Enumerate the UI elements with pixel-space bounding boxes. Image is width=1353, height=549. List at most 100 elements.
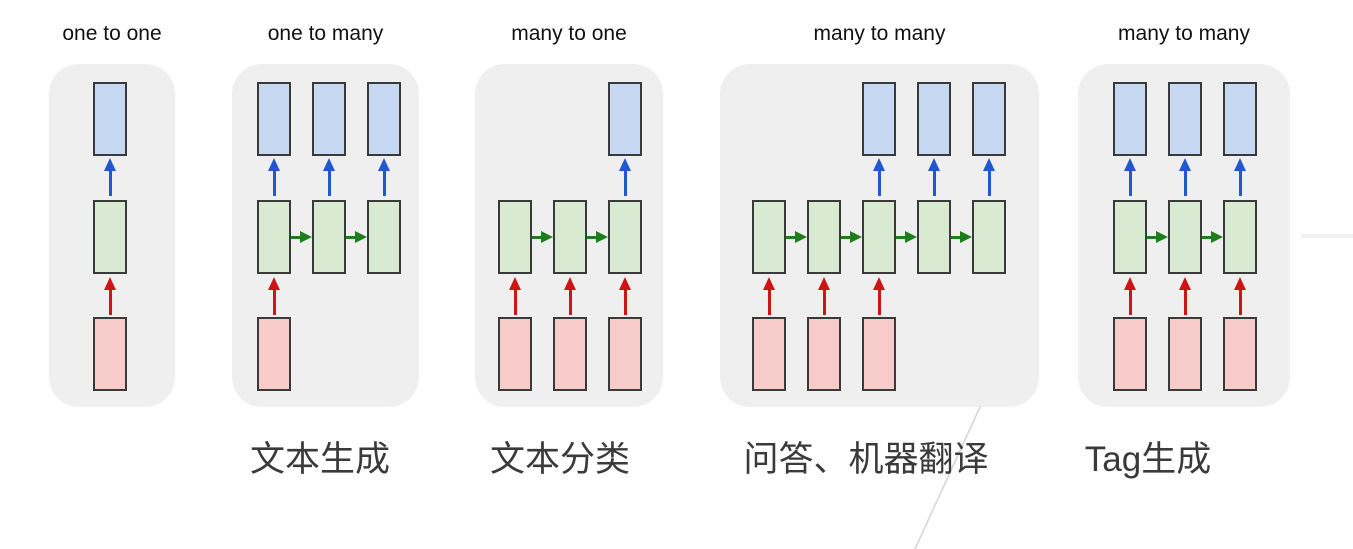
arrow-head-icon bbox=[1179, 158, 1191, 171]
arrow-shaft bbox=[877, 290, 881, 315]
arrow-shaft bbox=[513, 290, 517, 315]
arrow-head-icon bbox=[795, 231, 807, 243]
input-arrow-icon bbox=[1124, 277, 1136, 315]
arrow-shaft bbox=[623, 171, 627, 196]
input-box bbox=[93, 317, 127, 391]
input-arrow-icon bbox=[873, 277, 885, 315]
output-box bbox=[1223, 82, 1257, 156]
arrow-head-icon bbox=[378, 158, 390, 171]
output-box bbox=[93, 82, 127, 156]
arrow-shaft bbox=[932, 171, 936, 196]
arrow-head-icon bbox=[323, 158, 335, 171]
recurrent-arrow-icon bbox=[841, 231, 862, 243]
input-arrow-icon bbox=[818, 277, 830, 315]
arrow-shaft bbox=[108, 171, 112, 196]
arrow-head-icon bbox=[268, 158, 280, 171]
hidden-box bbox=[367, 200, 401, 274]
panel-one-to-one bbox=[49, 64, 175, 407]
arrow-head-icon bbox=[1124, 158, 1136, 171]
recurrent-arrow-icon bbox=[346, 231, 367, 243]
recurrent-arrow-icon bbox=[532, 231, 553, 243]
arrow-shaft bbox=[568, 290, 572, 315]
arrow-head-icon bbox=[873, 277, 885, 290]
arrow-head-icon bbox=[983, 158, 995, 171]
hidden-box bbox=[553, 200, 587, 274]
output-arrow-icon bbox=[268, 158, 280, 196]
output-arrow-icon bbox=[873, 158, 885, 196]
task-label-one-to-many: 文本生成 bbox=[249, 440, 391, 479]
hidden-box bbox=[498, 200, 532, 274]
hidden-box bbox=[807, 200, 841, 274]
hidden-box bbox=[972, 200, 1006, 274]
arrow-head-icon bbox=[1124, 277, 1136, 290]
panel-title-many-to-many-seq2seq: many to many bbox=[813, 22, 946, 45]
arrow-shaft bbox=[272, 171, 276, 196]
input-arrow-icon bbox=[268, 277, 280, 315]
arrow-shaft bbox=[1238, 171, 1242, 196]
output-box bbox=[917, 82, 951, 156]
output-arrow-icon bbox=[619, 158, 631, 196]
panel-title-many-to-many-synced: many to many bbox=[1118, 22, 1250, 45]
hidden-box bbox=[257, 200, 291, 274]
output-arrow-icon bbox=[323, 158, 335, 196]
arrow-head-icon bbox=[596, 231, 608, 243]
panel-title-many-to-one: many to one bbox=[511, 22, 627, 45]
input-box bbox=[1113, 317, 1147, 391]
arrow-head-icon bbox=[541, 231, 553, 243]
arrow-shaft bbox=[987, 171, 991, 196]
task-label-many-to-one: 文本分类 bbox=[489, 440, 631, 479]
arrow-shaft bbox=[1183, 171, 1187, 196]
arrow-shaft bbox=[786, 235, 795, 239]
input-box bbox=[807, 317, 841, 391]
output-arrow-icon bbox=[928, 158, 940, 196]
arrow-head-icon bbox=[960, 231, 972, 243]
hidden-box bbox=[917, 200, 951, 274]
input-arrow-icon bbox=[1179, 277, 1191, 315]
input-box bbox=[752, 317, 786, 391]
arrow-head-icon bbox=[850, 231, 862, 243]
arrow-shaft bbox=[1128, 290, 1132, 315]
output-arrow-icon bbox=[983, 158, 995, 196]
panel-many-to-many-synced bbox=[1078, 64, 1290, 407]
hidden-box bbox=[312, 200, 346, 274]
arrow-head-icon bbox=[818, 277, 830, 290]
input-arrow-icon bbox=[619, 277, 631, 315]
arrow-shaft bbox=[587, 235, 596, 239]
task-label-many-to-many-seq2seq: 问答、机器翻译 bbox=[743, 440, 989, 479]
arrow-head-icon bbox=[355, 231, 367, 243]
input-arrow-icon bbox=[104, 277, 116, 315]
input-box bbox=[553, 317, 587, 391]
output-arrow-icon bbox=[104, 158, 116, 196]
recurrent-arrow-icon bbox=[786, 231, 807, 243]
input-arrow-icon bbox=[509, 277, 521, 315]
arrow-head-icon bbox=[928, 158, 940, 171]
recurrent-arrow-icon bbox=[951, 231, 972, 243]
input-arrow-icon bbox=[564, 277, 576, 315]
arrow-head-icon bbox=[104, 158, 116, 171]
arrow-shaft bbox=[767, 290, 771, 315]
output-box bbox=[257, 82, 291, 156]
recurrent-arrow-icon bbox=[1147, 231, 1168, 243]
output-box bbox=[1113, 82, 1147, 156]
arrow-shaft bbox=[532, 235, 541, 239]
hidden-box bbox=[93, 200, 127, 274]
arrow-shaft bbox=[951, 235, 960, 239]
hidden-box bbox=[862, 200, 896, 274]
input-box bbox=[862, 317, 896, 391]
output-box bbox=[1168, 82, 1202, 156]
arrow-head-icon bbox=[905, 231, 917, 243]
arrow-head-icon bbox=[873, 158, 885, 171]
arrow-shaft bbox=[623, 290, 627, 315]
input-arrow-icon bbox=[763, 277, 775, 315]
arrow-shaft bbox=[1238, 290, 1242, 315]
arrow-head-icon bbox=[619, 158, 631, 171]
panel-many-to-many-seq2seq bbox=[720, 64, 1039, 407]
output-arrow-icon bbox=[1234, 158, 1246, 196]
arrow-shaft bbox=[1147, 235, 1156, 239]
arrow-head-icon bbox=[564, 277, 576, 290]
arrow-shaft bbox=[382, 171, 386, 196]
input-box bbox=[1223, 317, 1257, 391]
hidden-box bbox=[752, 200, 786, 274]
input-arrow-icon bbox=[1234, 277, 1246, 315]
